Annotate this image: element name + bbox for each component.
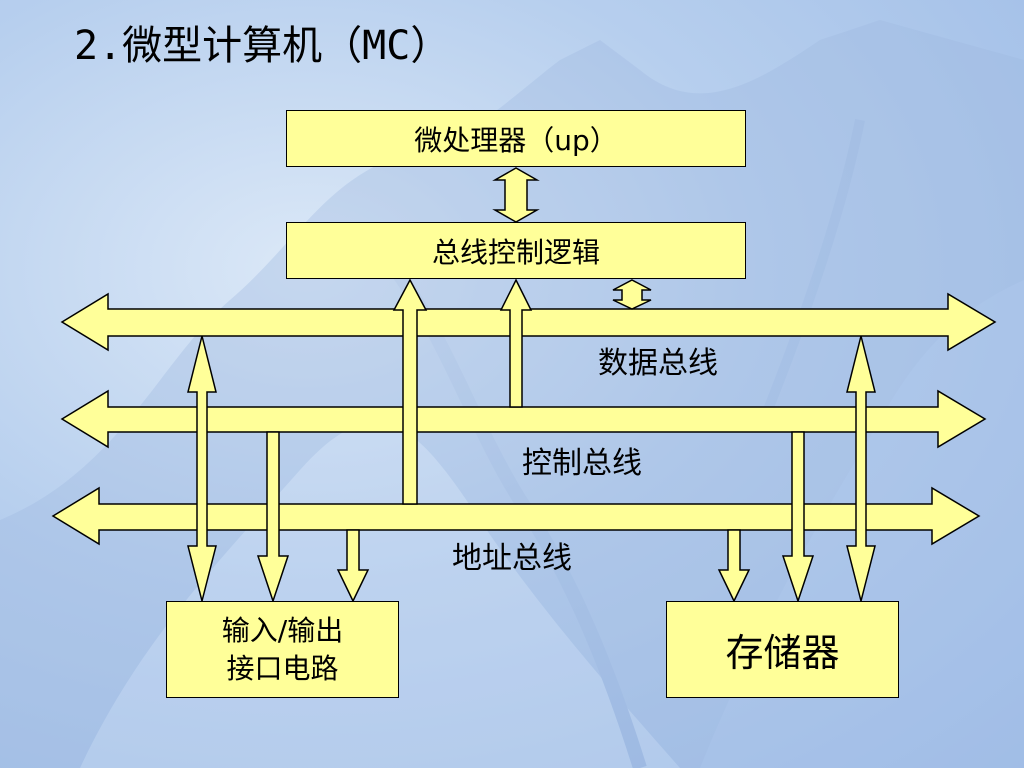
data-bus-arrow	[60, 292, 997, 352]
control-bus-to-memory-arrow	[781, 431, 815, 604]
address-bus-to-io-arrow	[336, 529, 370, 603]
address-bus-to-memory-arrow	[717, 529, 751, 603]
bus-control-logic-block: 总线控制逻辑	[286, 222, 746, 279]
address-bus-to-bcl-arrow	[392, 278, 428, 505]
io-interface-label-line1: 输入/输出	[221, 613, 344, 647]
bcl-to-data-bus-double-arrow	[612, 279, 652, 310]
bus-control-logic-label: 总线控制逻辑	[431, 235, 600, 269]
io-interface-label-line2: 接口电路	[226, 651, 339, 685]
io-data-bus-double-arrow	[187, 335, 217, 602]
microprocessor-label: 微处理器（up）	[414, 123, 618, 157]
slide-title: 2.微型计算机（MC）	[74, 23, 451, 69]
memory-data-bus-double-arrow	[846, 335, 876, 602]
data-bus-label: 数据总线	[598, 346, 718, 381]
control-bus-arrow	[60, 389, 987, 449]
control-bus-to-bcl-arrow	[499, 278, 533, 408]
memory-block: 存储器	[666, 601, 899, 698]
io-interface-block: 输入/输出 接口电路	[166, 601, 399, 698]
address-bus-arrow	[51, 486, 981, 546]
microprocessor-block: 微处理器（up）	[286, 110, 746, 167]
up-to-bcl-double-arrow	[492, 167, 540, 223]
memory-label: 存储器	[725, 631, 840, 675]
address-bus-label: 地址总线	[452, 541, 572, 576]
control-bus-label: 控制总线	[522, 446, 642, 481]
control-bus-to-io-arrow	[256, 431, 290, 604]
